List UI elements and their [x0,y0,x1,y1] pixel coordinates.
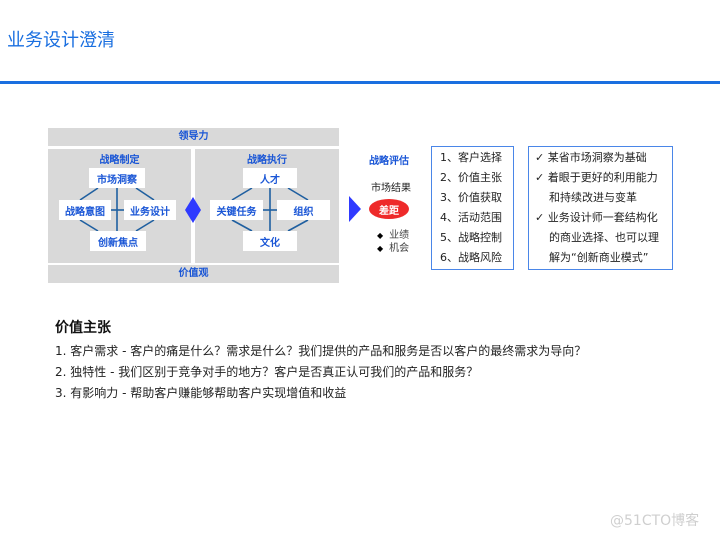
strategic-intent-box: 战略意图 [59,200,111,220]
strategy-evaluation-title: 战略评估 [369,156,409,167]
page-title: 业务设计澄清 [7,30,115,51]
watermark: @51CTO博客 [610,513,700,529]
business-design-box: 业务设计 [124,200,176,220]
talent-box: 人才 [243,168,297,188]
bullet-performance: ◆业绩 [377,230,410,241]
note-continuation: 解为“创新商业模式” [549,251,649,264]
value-proposition-title: 价值主张 [55,320,111,336]
check-icon: ✓ [535,211,545,224]
values-bar: 价值观 [48,265,339,283]
strategy-execution-title: 战略执行 [247,155,287,166]
header-divider [0,81,720,84]
note-item: ✓ 某省市场洞察为基础 [535,151,647,164]
value-item: 1. 客户需求 - 客户的痛是什么？需求是什么？我们提供的产品和服务是否以客户的… [55,344,587,358]
business-design-elements-box: 1、客户选择 2、价值主张 3、价值获取 4、活动范围 5、战略控制 6、战略风… [431,146,514,270]
strategy-formulation-title: 战略制定 [99,155,140,166]
note-continuation: 的商业选择、也可以理 [549,231,659,244]
value-item: 3. 有影响力 - 帮助客户赚能够帮助客户实现增值和收益 [55,386,347,400]
check-icon: ✓ [535,171,545,184]
list-item: 4、活动范围 [440,211,502,224]
list-item: 2、价值主张 [440,171,502,184]
list-item: 6、战略风险 [440,251,502,264]
market-insight-box: 市场洞察 [89,168,145,188]
value-item: 2. 独特性 - 我们区别于竞争对手的地方？客户是否真正认可我们的产品和服务？ [55,365,479,379]
innovation-focus-box: 创新焦点 [90,231,146,251]
check-icon: ✓ [535,151,545,164]
diamond-bullet-icon: ◆ [377,244,384,253]
note-item: ✓ 着眼于更好的利用能力 [535,171,658,184]
list-item: 5、战略控制 [440,231,502,244]
culture-box: 文化 [243,231,297,251]
organization-box: 组织 [277,200,330,220]
market-result-label: 市场结果 [371,183,411,194]
connector-lines [79,187,309,232]
list-item: 1、客户选择 [440,151,502,164]
note-continuation: 和持续改进与变革 [549,191,637,204]
diamond-bullet-icon: ◆ [377,231,384,240]
diamond-connector-icon [185,197,201,223]
gap-badge: 差距 [369,199,409,219]
note-item: ✓ 业务设计师一套结构化 [535,211,658,224]
bullet-opportunity: ◆机会 [377,243,410,254]
list-item: 3、价值获取 [440,191,502,204]
key-tasks-box: 关键任务 [210,200,263,220]
notes-box: ✓ 某省市场洞察为基础 ✓ 着眼于更好的利用能力 和持续改进与变革 ✓ 业务设计… [528,146,673,270]
leadership-bar: 领导力 [48,128,339,146]
